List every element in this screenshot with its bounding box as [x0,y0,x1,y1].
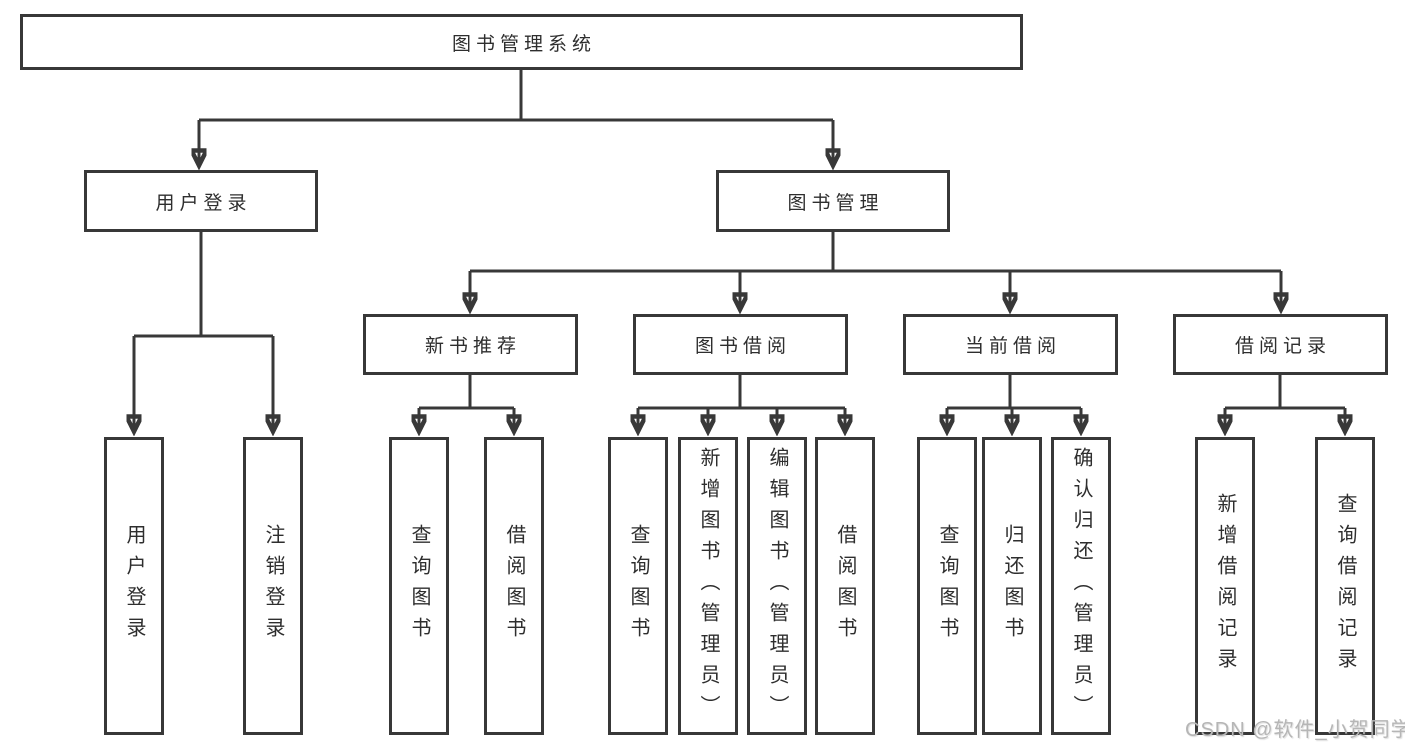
leaf-add-books-admin: 新增图书（管理员） [678,437,738,735]
node-borrow-records: 借阅记录 [1173,314,1388,375]
node-label: 借阅图书 [834,524,856,648]
leaf-query-books-1: 查询图书 [389,437,449,735]
leaf-borrow-books-1: 借阅图书 [484,437,544,735]
leaf-user-login: 用户登录 [104,437,164,735]
node-label: 借阅图书 [503,524,525,648]
node-label: 编辑图书（管理员） [766,446,788,726]
node-label: 查询图书 [408,524,430,648]
node-label: 查询图书 [936,524,958,648]
node-book-borrowing: 图书借阅 [633,314,848,375]
node-label: 用户登录 [123,524,145,648]
node-label: 注销登录 [262,524,284,648]
leaf-return-books: 归还图书 [982,437,1042,735]
leaf-query-borrow-record: 查询借阅记录 [1315,437,1375,735]
node-current-borrowing: 当前借阅 [903,314,1118,375]
node-book-management: 图书管理 [716,170,950,232]
node-label: 新增图书（管理员） [697,446,719,726]
csdn-watermark: CSDN @软件_小贺同学 [1185,719,1405,741]
leaf-logout: 注销登录 [243,437,303,735]
leaf-edit-books-admin: 编辑图书（管理员） [747,437,807,735]
leaf-confirm-return-admin: 确认归还（管理员） [1051,437,1111,735]
node-label: 查询图书 [627,524,649,648]
leaf-add-borrow-record: 新增借阅记录 [1195,437,1255,735]
node-new-book-recommend: 新书推荐 [363,314,578,375]
node-label: 归还图书 [1001,524,1023,648]
leaf-query-books-3: 查询图书 [917,437,977,735]
node-label: 查询借阅记录 [1334,493,1356,679]
leaf-query-books-2: 查询图书 [608,437,668,735]
leaf-borrow-books-2: 借阅图书 [815,437,875,735]
node-user-login: 用户登录 [84,170,318,232]
node-root: 图书管理系统 [20,14,1023,70]
node-label: 新增借阅记录 [1214,493,1236,679]
node-label: 确认归还（管理员） [1070,446,1092,726]
